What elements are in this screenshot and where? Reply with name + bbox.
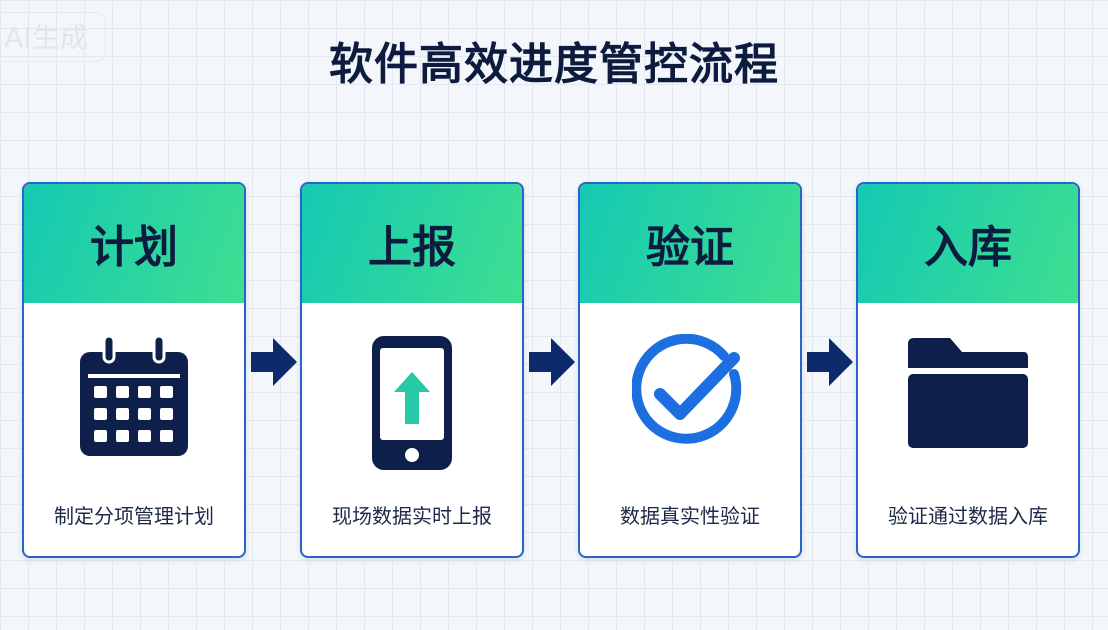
step-title: 上报 xyxy=(302,184,522,303)
arrow-right-icon xyxy=(529,338,575,386)
step-title: 入库 xyxy=(858,184,1078,303)
folder-icon xyxy=(858,334,1078,474)
step-description: 现场数据实时上报 xyxy=(332,504,492,528)
calendar-icon xyxy=(24,334,244,474)
step-title: 计划 xyxy=(24,184,244,303)
step-card-archive: 入库 验证通过数据入库 xyxy=(856,182,1080,558)
step-card-verify: 验证 数据真实性验证 xyxy=(578,182,802,558)
phone-upload-icon xyxy=(302,334,522,474)
check-circle-icon xyxy=(580,334,800,474)
arrow-right-icon xyxy=(251,338,297,386)
step-card-report: 上报 现场数据实时上报 xyxy=(300,182,524,558)
ai-generated-watermark: AI生成 xyxy=(0,12,106,62)
arrow-right-icon xyxy=(807,338,853,386)
step-description: 制定分项管理计划 xyxy=(54,504,214,528)
step-description: 验证通过数据入库 xyxy=(888,504,1048,528)
step-title: 验证 xyxy=(580,184,800,303)
page-title: 软件高效进度管控流程 xyxy=(329,39,779,90)
step-description: 数据真实性验证 xyxy=(620,504,760,528)
step-card-plan: 计划 制定分项管理计划 xyxy=(22,182,246,558)
